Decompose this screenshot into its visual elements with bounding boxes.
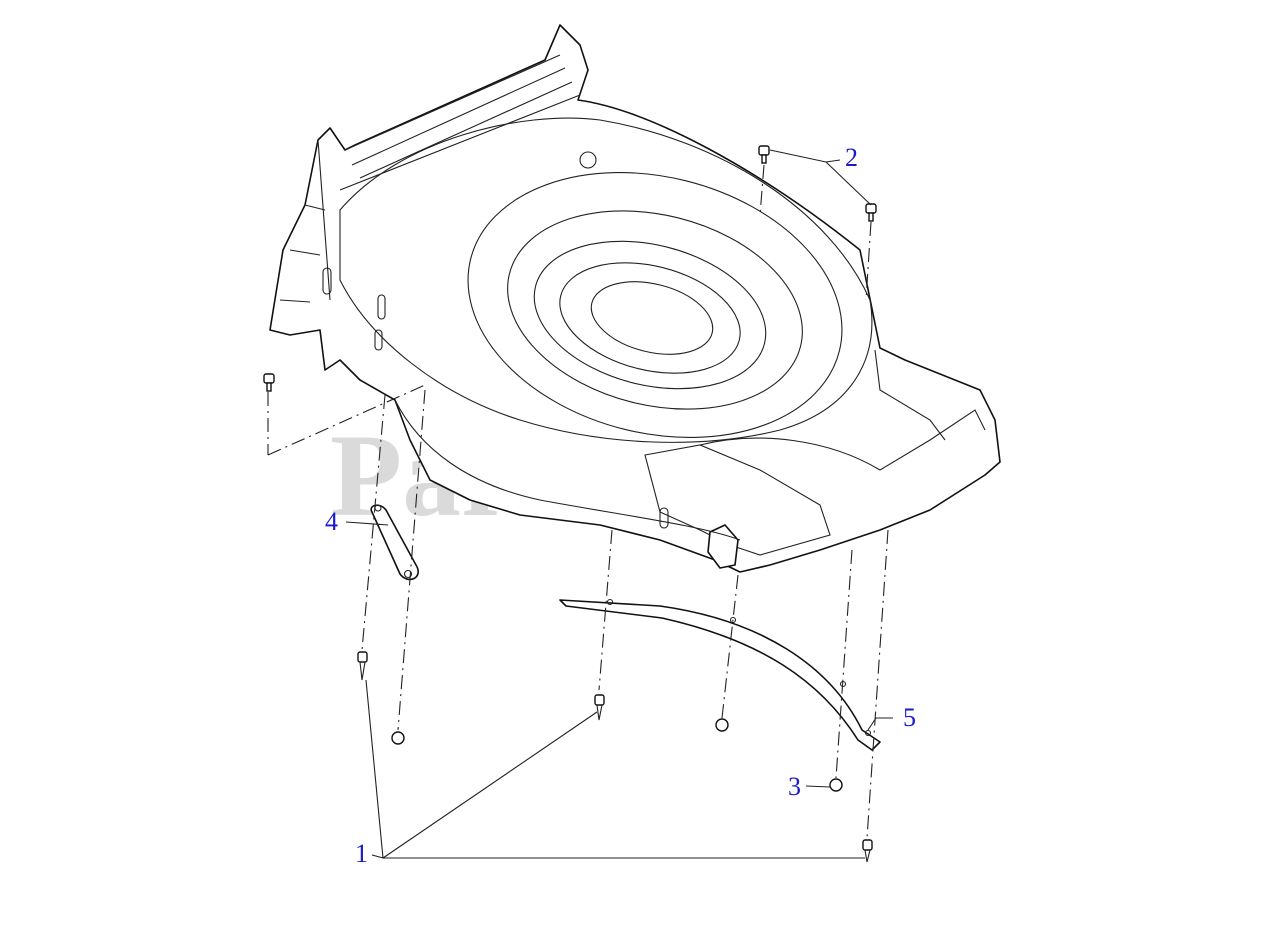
part-1-screw-c — [862, 839, 873, 863]
leader-lines — [345, 149, 893, 859]
nut-left — [391, 731, 405, 745]
part-2-bolt-b — [865, 203, 877, 222]
callout-1: 1 — [355, 839, 368, 868]
callout-5: 5 — [903, 703, 916, 732]
part-4-bracket — [370, 504, 419, 581]
nut-center — [715, 718, 729, 732]
callout-2: 2 — [845, 143, 858, 172]
callout-3: 3 — [788, 772, 801, 801]
callout-labels: 2 4 5 3 1 — [325, 143, 916, 868]
left-bolt — [263, 373, 275, 392]
alignment-lines — [267, 164, 889, 839]
part-1-screw-a — [357, 651, 368, 681]
mower-deck — [269, 24, 1001, 573]
hardware — [263, 145, 877, 863]
part-1-screw-b — [594, 694, 605, 721]
callout-4: 4 — [325, 507, 338, 536]
part-2-bolt-a — [758, 145, 770, 164]
part-3-nut — [829, 778, 843, 792]
